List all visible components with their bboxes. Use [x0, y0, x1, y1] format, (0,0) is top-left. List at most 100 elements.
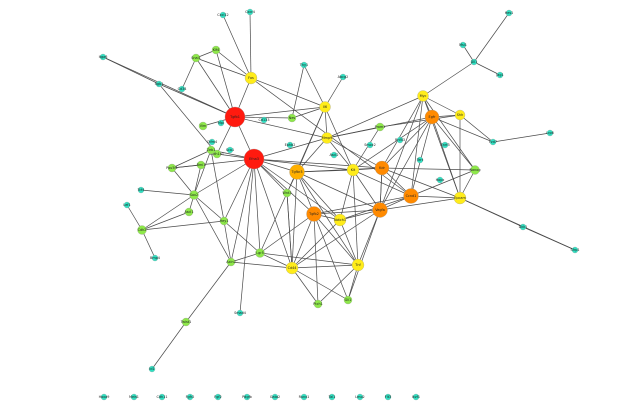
node-circle-bmp4: [151, 254, 159, 262]
node-tal1: Tal1: [328, 393, 335, 401]
edge-n5-n17: [357, 209, 381, 266]
edge-n12-n40: [249, 11, 252, 79]
node-egfr: Egfr: [424, 109, 440, 125]
edge-n17-n24: [259, 252, 359, 266]
edge-n13-n15: [291, 219, 341, 269]
node-circle-fgfr2: [186, 393, 194, 401]
edge-n12-n39: [222, 14, 252, 79]
node-label-myc: Myc: [420, 94, 427, 98]
node-label-pou5f1: Pou5f1: [166, 166, 178, 170]
node-label-jag1: Jag1: [495, 73, 503, 77]
node-lef1: Lef1: [123, 201, 131, 209]
edge-n12-n34: [215, 49, 252, 79]
edge-n4-n7: [313, 195, 412, 215]
edge-n12-n10: [250, 77, 326, 108]
node-label-sfrp1: Sfrp1: [570, 248, 579, 252]
edge-n9-n17: [352, 169, 359, 266]
node-myc: Myc: [417, 90, 429, 102]
node-label-fgf2: Fgf2: [214, 395, 221, 399]
node-nanog: Nanog: [470, 165, 481, 175]
node-ascl1: Ascl1: [184, 207, 194, 217]
node-label-gli1: Gli1: [345, 298, 352, 302]
node-label-abcg2: Abcg2: [338, 75, 349, 79]
node-circle-tgfbr3: [289, 164, 305, 180]
edge-n5-n14: [379, 95, 424, 211]
node-circle-smad4: [236, 309, 244, 317]
node-circle-cdh11: [158, 393, 166, 401]
node-circle-id1: [148, 365, 156, 373]
node-label-cd133: Cd133: [259, 118, 270, 122]
node-circle-vim: [198, 121, 208, 131]
edge-n5-n28: [347, 209, 381, 301]
node-label-flt3: Flt3: [385, 395, 391, 399]
node-label-kdr: Kdr: [379, 166, 385, 170]
node-label-pdgfb: Pdgfb: [242, 395, 252, 399]
node-label-smoc2: Smoc2: [364, 143, 376, 147]
edge-n22-n55: [126, 204, 143, 231]
node-jag1: Jag1: [495, 71, 504, 79]
node-kit: Kit: [346, 163, 360, 177]
node-dll1: Dll1: [471, 58, 477, 66]
node-circle-hes1: [505, 9, 513, 17]
edge-n15-n17: [291, 264, 359, 269]
edge-n3-n13: [296, 171, 341, 221]
node-cdh2: Cdh2: [137, 225, 147, 235]
node-flt3: Flt3: [385, 393, 391, 401]
node-circle-hopx: [436, 176, 444, 184]
edge-n1-n11: [234, 116, 328, 139]
node-sfrp1: Sfrp1: [570, 246, 580, 254]
node-circle-sca1: [226, 146, 234, 154]
node-hes1: Hes1: [505, 9, 513, 17]
node-label-znrf3: Znrf3: [440, 143, 449, 147]
node-circle-snai1: [191, 53, 201, 63]
node-circle-lrp6: [546, 129, 554, 137]
node-label-lgr5: Lgr5: [256, 251, 264, 255]
node-circle-shh: [454, 109, 466, 121]
edge-n6-n11: [326, 137, 383, 169]
node-label-mmp9: Mmp9: [322, 136, 333, 140]
node-label-lmo2: Lmo2: [355, 395, 364, 399]
edge-n2-n13: [253, 158, 341, 221]
edge-n7-n8: [410, 116, 433, 197]
edge-n14-n47: [422, 61, 475, 97]
node-label-cxcl12: Cxcl12: [217, 13, 228, 17]
node-tgfbr3: Tgfbr3: [289, 164, 305, 180]
node-circle-tgfb1: [224, 106, 246, 128]
node-circle-il6: [319, 101, 331, 113]
node-label-cd34: Cd34: [178, 87, 187, 91]
node-label-bmp4: Bmp4: [150, 256, 160, 260]
edge-n9-n13: [339, 169, 354, 221]
node-label-ephb2: Ephb2: [285, 143, 296, 147]
edge-n2-n6: [253, 158, 383, 169]
node-label-msi1: Msi1: [459, 43, 467, 47]
edge-n24-n26: [259, 192, 288, 254]
edge-n6-n16: [381, 167, 461, 199]
node-circle-jag1: [496, 71, 504, 79]
node-notch1: Notch1: [333, 213, 347, 227]
node-pou5f1: Pou5f1: [166, 163, 178, 173]
edge-n1-n35: [195, 57, 236, 118]
node-label-cxcr4: Cxcr4: [245, 10, 255, 14]
node-label-mpl: Mpl: [218, 121, 224, 125]
node-circle-efna3: [243, 148, 265, 170]
node-tnf: Tnf: [351, 258, 365, 272]
edge-n10-n3: [296, 106, 326, 173]
edge-n23-n25: [223, 220, 232, 263]
edge-n6-n8: [381, 116, 433, 169]
node-label-runx1: Runx1: [299, 395, 310, 399]
node-tgfb1: Tgfb1: [224, 106, 246, 128]
node-label-snai1: Snai1: [191, 56, 200, 60]
edge-n22-n56: [141, 229, 156, 259]
node-label-prom1: Prom1: [375, 125, 386, 129]
node-label-notch1: Notch1: [334, 218, 346, 222]
node-label-shh: Shh: [457, 113, 463, 117]
node-label-itgb1: Itgb1: [155, 82, 164, 86]
edge-n42-n31: [158, 83, 218, 155]
node-klf4: Klf4: [211, 45, 221, 55]
node-label-vim: Vim: [200, 124, 207, 128]
node-layer: Tgfb1Efna3Tgfbr3Tgfb2VegfaKdrCcnd1EgfrKi…: [99, 8, 580, 401]
edge-n3-n5: [296, 171, 381, 211]
edge-n19-n25: [193, 194, 232, 263]
edge-n9-n11: [326, 137, 354, 171]
node-circle-ptch1: [313, 299, 323, 309]
